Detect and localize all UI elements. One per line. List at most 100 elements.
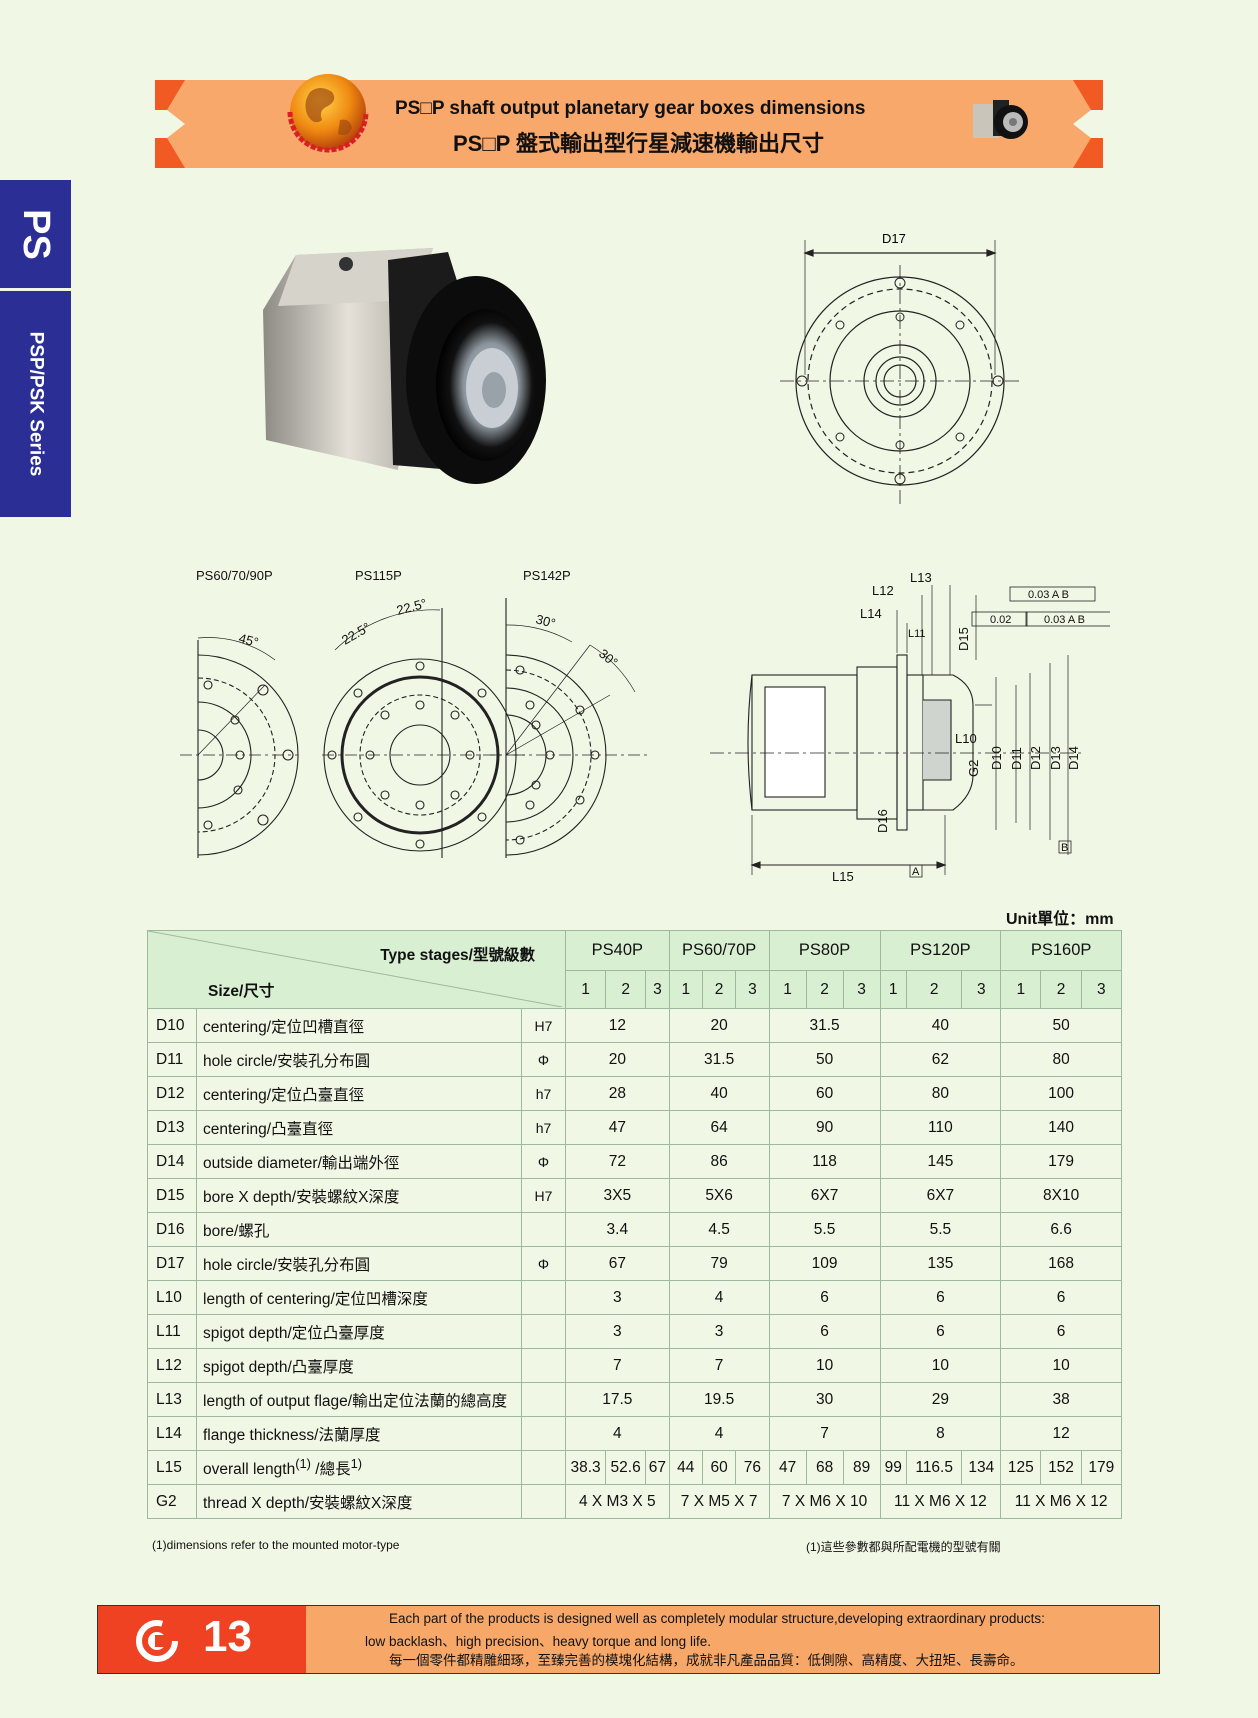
footer-text-line-1: Each part of the products is designed we… xyxy=(389,1611,1045,1626)
label-d11: D11 xyxy=(1009,747,1024,770)
row-tolerance xyxy=(521,1450,566,1485)
stage-header: 2 xyxy=(805,970,844,1009)
cell-value: 89 xyxy=(842,1450,881,1485)
row-description: length of output flage/輸出定位法蘭的總高度 xyxy=(196,1382,522,1417)
cell-value: 12 xyxy=(1000,1416,1122,1451)
size-header: Size/尺寸 xyxy=(208,983,275,1000)
tolerance-frame-3 xyxy=(1025,611,1110,627)
angle-label-45: 45° xyxy=(237,630,260,650)
row-description: spigot depth/定位凸臺厚度 xyxy=(196,1314,522,1349)
cell-value: 62 xyxy=(879,1042,1002,1077)
label-d12: D12 xyxy=(1028,746,1043,770)
table-row: L15 overall length(1) /總長1) 38.3 52.6 67… xyxy=(147,1450,1123,1485)
table-row: G2 thread X depth/安裝螺紋X深度 4 X M3 X 5 7 X… xyxy=(147,1484,1122,1519)
cell-value: 7 xyxy=(565,1348,670,1383)
cell-value: 8X10 xyxy=(1000,1178,1122,1213)
cell-value: 31.5 xyxy=(668,1042,770,1077)
row-tolerance xyxy=(521,1484,566,1519)
model-header-ps80p: PS80P xyxy=(768,930,881,971)
cell-value: 100 xyxy=(1000,1076,1122,1111)
pattern-label-3: PS142P xyxy=(523,568,571,583)
cell-value: 12 xyxy=(565,1008,670,1043)
table-corner-header: Type stages/型號級數 Size/尺寸 xyxy=(147,930,566,1009)
series-side-tab: PS PSP/PSK Series xyxy=(0,180,71,517)
unit-label: Unit單位：mm xyxy=(1006,911,1114,928)
cell-value: 6X7 xyxy=(768,1178,881,1213)
stage-header: 3 xyxy=(1080,970,1123,1009)
row-code: L15 xyxy=(147,1450,197,1485)
row-code: D16 xyxy=(147,1212,197,1247)
cell-value: 19.5 xyxy=(668,1382,770,1417)
label-d14: D14 xyxy=(1066,746,1081,770)
cell-value: 179 xyxy=(1080,1450,1123,1485)
cell-value: 10 xyxy=(879,1348,1002,1383)
footer-text-line-3: 每一個零件都精雕細琢，至臻完善的模塊化結構，成就非凡產品品質：低側隙、高精度、大… xyxy=(389,1653,1024,1668)
cell-value: 140 xyxy=(1000,1110,1122,1145)
row-tolerance xyxy=(521,1314,566,1349)
row-description: length of centering/定位凹槽深度 xyxy=(196,1280,522,1315)
label-l13: L13 xyxy=(910,570,932,585)
cell-value: 20 xyxy=(668,1008,770,1043)
cell-value: 4.5 xyxy=(668,1212,770,1247)
d17-label: D17 xyxy=(882,231,906,246)
gearbox-product-photo xyxy=(263,248,546,484)
cell-value: 47 xyxy=(565,1110,670,1145)
row-tolerance: H7 xyxy=(521,1008,566,1043)
brand-logo-icon xyxy=(136,1620,178,1662)
row-code: G2 xyxy=(147,1484,197,1519)
footer-text-line-2: low backlash、high precision、heavy torque… xyxy=(365,1634,711,1649)
cell-value: 4 xyxy=(668,1280,770,1315)
cell-value: 4 xyxy=(668,1416,770,1451)
row-code: D17 xyxy=(147,1246,197,1281)
cell-value: 17.5 xyxy=(565,1382,670,1417)
tolerance-2: 0.02 xyxy=(990,614,1011,626)
cell-value: 40 xyxy=(879,1008,1002,1043)
title-chinese: PS□P 盤式輸出型行星減速機輸出尺寸 xyxy=(453,131,825,156)
stage-header: 1 xyxy=(1000,970,1042,1009)
row-code: D15 xyxy=(147,1178,197,1213)
stage-header: 3 xyxy=(645,970,670,1009)
stage-header: 3 xyxy=(842,970,881,1009)
cell-value: 38.3 xyxy=(564,1450,607,1485)
row-tolerance xyxy=(521,1416,566,1451)
row-code: D11 xyxy=(147,1042,197,1077)
cell-value: 64 xyxy=(668,1110,770,1145)
cell-value: 28 xyxy=(565,1076,670,1111)
cell-value: 6 xyxy=(768,1280,881,1315)
cell-value: 6X7 xyxy=(879,1178,1002,1213)
stage-header: 2 xyxy=(605,970,647,1009)
series-code: PS xyxy=(14,208,57,260)
row-description: hole circle/安裝孔分布圓 xyxy=(196,1042,522,1077)
cell-value: 6.6 xyxy=(1000,1212,1122,1247)
row-tolerance: h7 xyxy=(521,1110,566,1145)
model-header-ps160p: PS160P xyxy=(1000,930,1122,971)
stage-header: 1 xyxy=(879,970,907,1009)
cell-value: 90 xyxy=(768,1110,881,1145)
row-tolerance: Φ xyxy=(521,1042,566,1077)
cell-value: 99 xyxy=(879,1450,907,1485)
row-code: D12 xyxy=(147,1076,197,1111)
cell-value: 7 xyxy=(768,1416,881,1451)
model-header-ps60-70p: PS60/70P xyxy=(668,930,770,971)
cell-value: 5.5 xyxy=(879,1212,1002,1247)
stage-header: 1 xyxy=(564,970,607,1009)
label-l12: L12 xyxy=(872,583,894,598)
cell-value: 179 xyxy=(1000,1144,1122,1179)
row-description: overall length(1) /總長1) xyxy=(196,1450,522,1485)
angle-label-22-5-b: 22.5° xyxy=(395,596,428,618)
row-code: L14 xyxy=(147,1416,197,1451)
cell-value: 79 xyxy=(668,1246,770,1281)
pattern-label-1: PS60/70/90P xyxy=(196,568,273,583)
stage-header: 2 xyxy=(905,970,963,1009)
dimensions-table: Type stages/型號級數 Size/尺寸 PS40P PS60/70P … xyxy=(147,930,1123,1519)
row-tolerance: Φ xyxy=(521,1246,566,1281)
front-view-drawing: D17 xyxy=(780,231,1022,507)
cell-value: 152 xyxy=(1040,1450,1082,1485)
cell-value: 145 xyxy=(879,1144,1002,1179)
cell-value: 118 xyxy=(768,1144,881,1179)
row-code: L11 xyxy=(147,1314,197,1349)
